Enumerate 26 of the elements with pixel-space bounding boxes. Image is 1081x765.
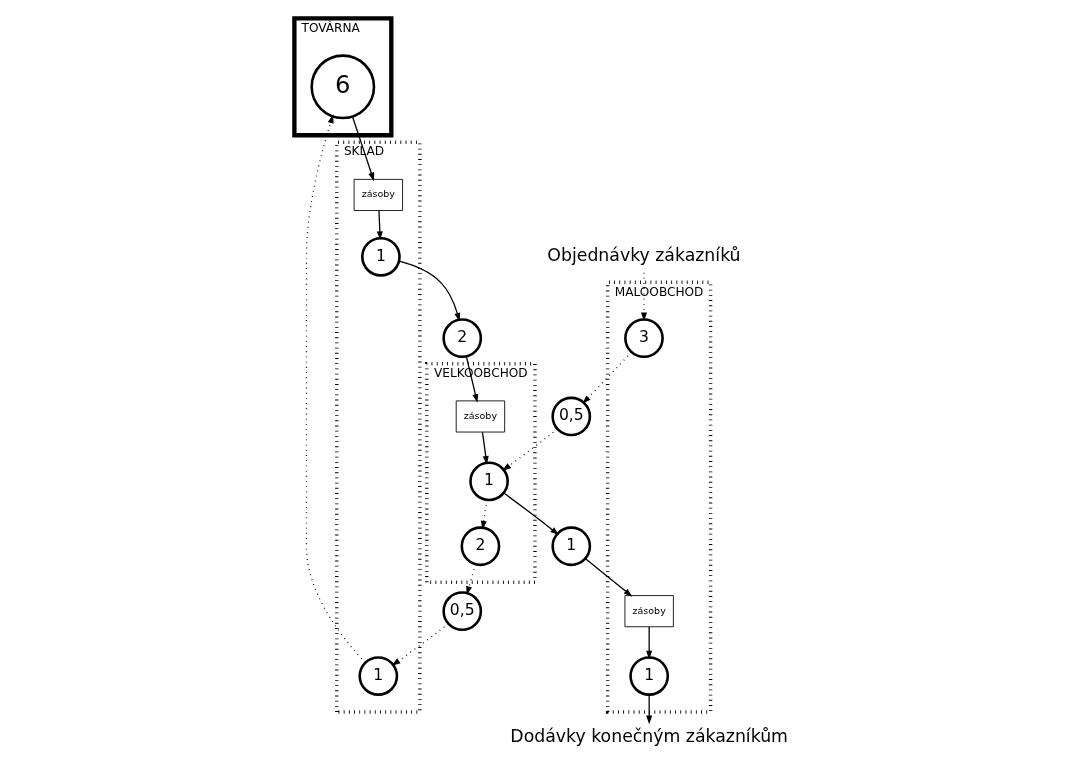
node-box: zásoby: [455, 400, 505, 433]
node-circle: 2: [460, 526, 500, 567]
arrow: [465, 355, 478, 403]
arrow: [465, 563, 476, 595]
arrow: [501, 428, 558, 471]
arrow: [305, 114, 366, 663]
node-circle: 1: [360, 236, 401, 277]
arrow: [502, 492, 559, 536]
node-circle: 0,5: [441, 591, 482, 632]
arrow: [581, 351, 632, 404]
node-text: Dodávky konečným zákazníkům: [509, 726, 788, 747]
arrow: [645, 626, 652, 660]
node-circle: 3: [623, 318, 664, 359]
arrow: [584, 558, 632, 597]
node-text: Objednávky zákazníků: [546, 245, 741, 266]
arrow: [391, 622, 449, 666]
arrow: [398, 260, 460, 322]
node-box: zásoby: [624, 595, 674, 628]
arrow: [376, 210, 383, 240]
node-circle: 6: [309, 54, 375, 120]
node-circle: 1: [628, 656, 669, 696]
arrow: [645, 694, 652, 725]
node-box: zásoby: [353, 178, 403, 211]
node-circle: 1: [357, 656, 398, 696]
node-circle: 2: [441, 318, 482, 359]
arrow: [481, 431, 489, 465]
